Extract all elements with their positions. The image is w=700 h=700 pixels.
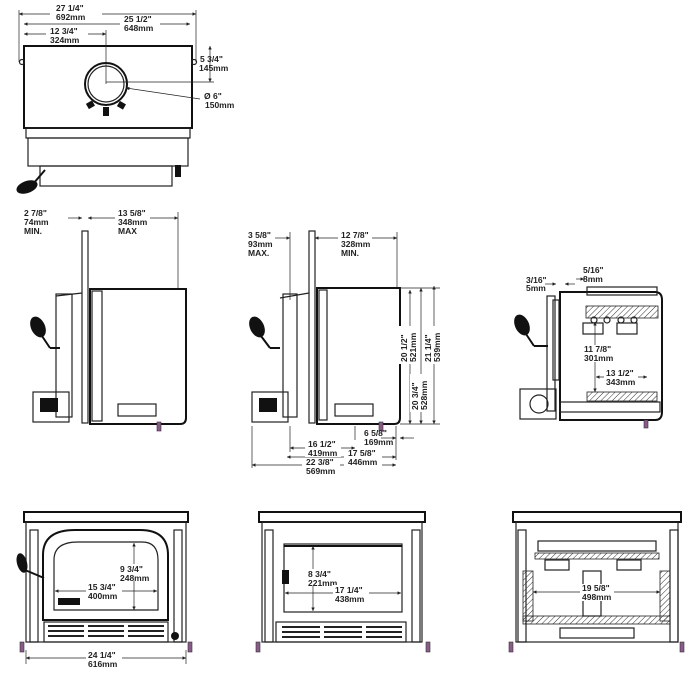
handle-icon <box>249 316 265 338</box>
front-section-view: 19 5/8" 498mm <box>508 511 685 653</box>
dim-flue-diameter-mm: 150mm <box>205 100 235 110</box>
dim-rear-clearance-note: MAX. <box>248 248 269 258</box>
dim-firebox-height-mm: 301mm <box>584 353 614 363</box>
dim-inner-width-in: 25 1/2" <box>124 14 152 24</box>
dim-overall-height-mm: 539mm <box>432 332 442 362</box>
dim-front-clearance-in: 13 5/8" <box>118 208 146 218</box>
front-view: 9 3/4" 248mm 15 3/4" 400mm 24 1/4" 616mm <box>16 511 193 669</box>
side-section-view: 3/16" 5mm 5/16" 8mm 11 7/8" 301mm 13 1/2… <box>514 265 663 429</box>
dim-front-clearance-note: MAX <box>118 226 137 236</box>
handle-icon <box>16 553 28 573</box>
wall-line <box>81 230 89 424</box>
dim-flue-height-mm: 528mm <box>419 380 429 410</box>
dim-overall-width-in: 24 1/4" <box>88 650 116 660</box>
front-view-door-removed: 8 3/4" 221mm 17 1/4" 438mm <box>255 511 431 653</box>
dim-inner-width-mm: 648mm <box>124 23 154 33</box>
dim-flue-offset-x-in: 12 3/4" <box>50 26 78 36</box>
dim-rear-clearance-note: MIN. <box>24 226 42 236</box>
dim-overall-width-in: 27 1/4" <box>56 3 84 13</box>
dim-opening-width-in: 17 1/4" <box>335 585 363 595</box>
top-view: 27 1/4" 692mm 25 1/2" 648mm 12 3/4" 324m… <box>16 3 235 194</box>
dim-flue-offset-y-in: 5 3/4" <box>200 54 223 64</box>
dim-glass-height-mm: 248mm <box>120 573 150 583</box>
dim-overall-height-in: 21 1/4" <box>423 334 433 362</box>
dim-firebox-depth-mm: 343mm <box>606 377 636 387</box>
dim-overall-width-mm: 616mm <box>88 659 118 669</box>
dim-glass-width-mm: 400mm <box>88 591 118 601</box>
dim-overall-depth-mm: 569mm <box>306 466 336 476</box>
dim-body-height-in: 20 1/2" <box>399 334 409 362</box>
dim-flue-depth-mm: 419mm <box>308 448 338 458</box>
side-view-max-clearance: 2 7/8" 74mm MIN. 13 5/8" 348mm MAX <box>24 208 187 432</box>
dim-leg-offset-in: 6 5/8" <box>364 428 387 438</box>
dim-opening-height-in: 8 3/4" <box>308 569 331 579</box>
side-view-min-clearance: 3 5/8" 93mm MAX. 12 7/8" 328mm MIN. 20 1… <box>248 230 442 476</box>
dim-top-gap-in: 5/16" <box>583 265 604 275</box>
dim-rear-gap-mm: 5mm <box>526 283 546 293</box>
door-glass <box>53 541 159 611</box>
dim-front-clearance-note: MIN. <box>341 248 359 258</box>
dim-flue-depth-in: 16 1/2" <box>308 439 336 449</box>
dim-flue-height-in: 20 3/4" <box>410 382 420 410</box>
dim-front-clearance-in: 12 7/8" <box>341 230 369 240</box>
dim-rear-gap-in: 3/16" <box>526 275 547 285</box>
dim-body-depth-in: 17 5/8" <box>348 448 376 458</box>
dim-flue-offset-y-mm: 145mm <box>199 63 229 73</box>
dim-rear-clearance-in: 2 7/8" <box>24 208 47 218</box>
dim-firebox-width-mm: 498mm <box>582 592 612 602</box>
handle-icon <box>16 180 38 194</box>
dim-firebox-width-in: 19 5/8" <box>582 583 610 593</box>
dim-body-height-mm: 521mm <box>408 332 418 362</box>
dim-flue-diameter-in: Ø 6" <box>204 91 222 101</box>
dim-glass-height-in: 9 3/4" <box>120 564 143 574</box>
dim-flue-offset-x-mm: 324mm <box>50 35 80 45</box>
dim-glass-width-in: 15 3/4" <box>88 582 116 592</box>
air-grille <box>282 626 402 638</box>
dim-front-clearance-mm: 348mm <box>118 217 148 227</box>
dim-firebox-height-in: 11 7/8" <box>584 344 611 354</box>
dim-front-clearance-mm: 328mm <box>341 239 371 249</box>
handle-icon <box>30 316 46 338</box>
air-grille <box>48 625 164 637</box>
dim-opening-width-mm: 438mm <box>335 594 365 604</box>
dim-opening-height-mm: 221mm <box>308 578 338 588</box>
dim-body-depth-mm: 446mm <box>348 457 378 467</box>
dim-rear-clearance-mm: 74mm <box>24 217 49 227</box>
handle-icon <box>514 314 530 336</box>
dim-overall-depth-in: 22 3/8" <box>306 457 334 467</box>
dim-leg-offset-mm: 169mm <box>364 437 394 447</box>
dim-rear-clearance-in: 3 5/8" <box>248 230 271 240</box>
dim-rear-clearance-mm: 93mm <box>248 239 273 249</box>
dim-overall-width-mm: 692mm <box>56 12 86 22</box>
dim-firebox-depth-in: 13 1/2" <box>606 368 634 378</box>
dim-top-gap-mm: 8mm <box>583 274 603 284</box>
door <box>42 529 169 621</box>
